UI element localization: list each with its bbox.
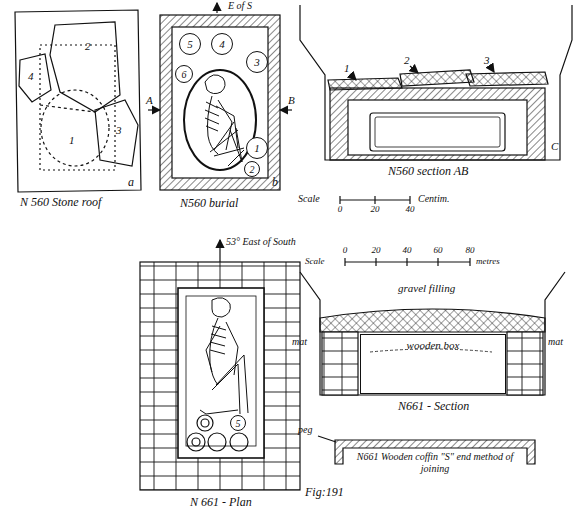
node-text: 3 [254,56,260,68]
figure-label: 80 [466,245,475,255]
node-text: 5 [187,38,193,50]
figure-label: N560 burial [180,197,238,211]
node-text: 6 [182,69,187,80]
figure-label: 1 [69,134,75,147]
figure-label: 3 [484,54,490,67]
node-text: 2 [250,164,255,175]
node-text: wooden box [407,339,460,351]
figure-label: N560 section AB [388,165,468,179]
figure-label: 40 [403,245,412,255]
figure-label: metres [476,256,500,266]
figure-label: 2 [404,54,410,67]
figure-label: 0 [343,245,348,255]
node-text: 4 [219,38,225,50]
figure-label: N 661 - Plan [190,496,252,510]
figure-label: 0 [338,204,343,214]
figure-label: a [128,176,134,190]
figure-label: E of S [228,0,252,12]
figure-label: Centim. [418,193,449,205]
figure-label: 1 [344,62,350,75]
figure-label: mat [548,336,563,348]
figure-label: 3 [116,124,122,137]
pot-circle: 5 [230,415,246,431]
figure-label: 20 [371,204,380,214]
figure-label: Fig:191 [305,486,344,500]
figure-label: 53° East of South [226,236,296,248]
pot-circle: 6 [175,65,193,83]
figure-label: 40 [406,204,415,214]
figure-label: 2 [85,40,91,53]
figure-label: A [146,94,153,107]
figure-label: N 560 Stone roof [20,196,101,210]
figure-label: B [288,94,295,107]
pot-circle: 4 [211,33,233,55]
pot-circle: 3 [246,51,268,73]
figure-label: N661 - Section [398,400,469,414]
pot-circle: 5 [179,33,201,55]
coffin-box: wooden box [360,334,506,394]
figure-label: C [551,140,558,153]
node-text: 1 [254,142,260,154]
figure-label: Scale [298,193,320,205]
figure-label: b [272,176,278,190]
figure-label: gravel filling [398,282,455,295]
figure-label: Scale [305,256,325,266]
figure-label: mat [292,336,307,348]
pot-circle: 2 [244,161,260,177]
figure-label: peg [298,424,312,436]
figure-label: 60 [434,245,443,255]
figure-label: 20 [372,245,381,255]
pot-circle: 1 [246,137,268,159]
figure-label: 4 [28,70,34,83]
node-text: 5 [236,418,241,429]
figure-label: N661 Wooden coffin "S" end method of joi… [350,451,520,474]
